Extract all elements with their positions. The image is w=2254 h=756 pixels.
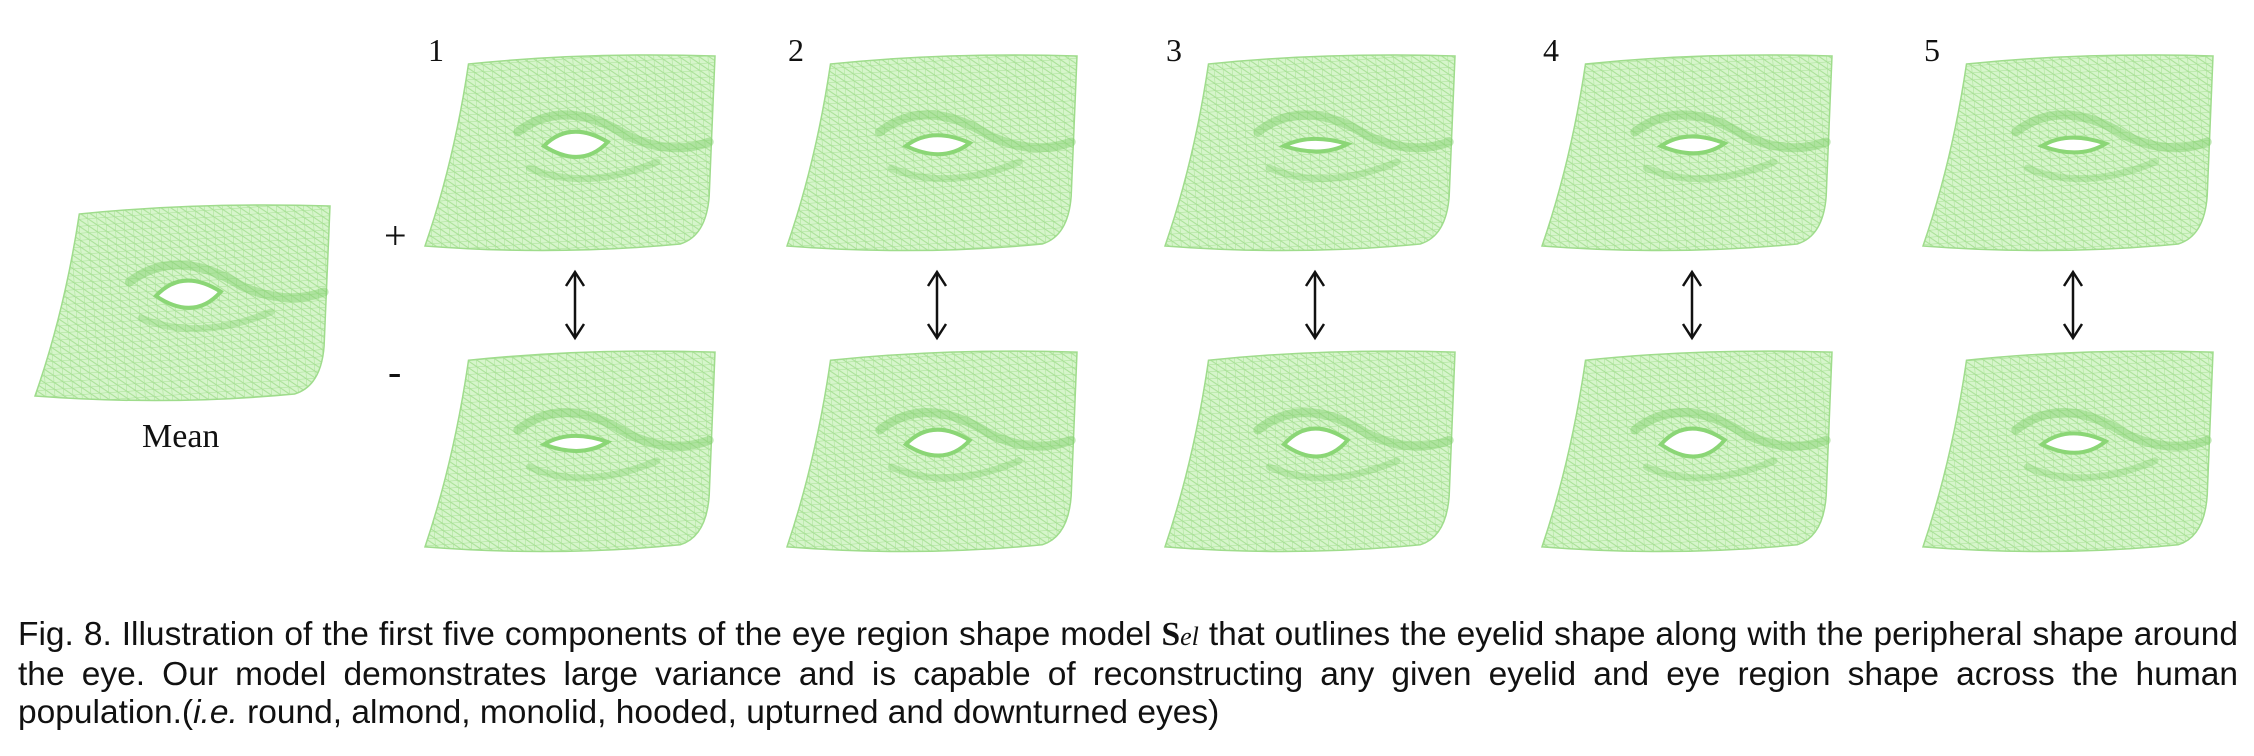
eye-opening — [540, 129, 611, 159]
caption-ie: i.e. — [193, 694, 238, 731]
mean-eye-mesh — [33, 204, 331, 402]
plus-sign: + — [384, 213, 407, 258]
component-1-minus-mesh — [423, 350, 716, 553]
component-number: 1 — [428, 32, 444, 68]
component-number: 2 — [788, 32, 804, 68]
double-arrow-icon — [564, 269, 586, 341]
component-5-plus-mesh — [1921, 54, 2214, 252]
component-2-minus-mesh — [785, 350, 1078, 553]
eyelid-crease — [2011, 110, 2212, 153]
lower-crease — [887, 158, 1023, 183]
eyelid-crease — [875, 408, 1076, 451]
lower-crease — [2023, 457, 2159, 482]
eyelid-crease — [124, 260, 329, 303]
eyelid-crease — [875, 110, 1076, 153]
double-arrow-icon — [1304, 269, 1326, 341]
component-number: 5 — [1924, 32, 1940, 68]
lower-crease — [525, 158, 661, 183]
component-number: 4 — [1543, 32, 1559, 68]
eye-opening — [1278, 136, 1353, 154]
lower-crease — [1265, 158, 1401, 183]
eyelid-crease — [1630, 408, 1831, 451]
component-3-plus-mesh — [1163, 54, 1456, 252]
eye-opening — [152, 278, 224, 310]
lower-crease — [137, 308, 275, 333]
component-4-plus-mesh — [1540, 54, 1833, 252]
figure-graphics — [33, 54, 2214, 553]
lower-crease — [1642, 457, 1778, 482]
component-3-minus-mesh — [1163, 350, 1456, 553]
eye-opening — [902, 427, 973, 458]
lower-crease — [887, 457, 1023, 482]
eyelid-crease — [1253, 408, 1454, 451]
eye-opening — [902, 133, 974, 157]
double-arrow-icon — [926, 269, 948, 341]
eyelid-crease — [513, 110, 714, 153]
eye-opening — [1280, 426, 1351, 459]
component-number: 3 — [1166, 32, 1182, 68]
eye-opening — [2037, 135, 2111, 155]
minus-sign: - — [388, 349, 402, 394]
lower-crease — [2023, 158, 2159, 183]
caption-tail: round, almond, monolid, hooded, upturned… — [237, 694, 1220, 731]
caption-suffix: that outlines the eyelid shape along wit… — [18, 616, 2239, 731]
eye-opening — [1656, 134, 1729, 156]
component-5-minus-mesh — [1921, 350, 2214, 553]
eye-opening — [1657, 426, 1728, 459]
eyelid-crease — [513, 408, 714, 451]
double-arrow-icon — [1681, 269, 1703, 341]
eye-opening — [539, 433, 613, 453]
component-4-minus-mesh — [1540, 350, 1833, 553]
component-1-plus-mesh — [423, 54, 716, 252]
component-2-plus-mesh — [785, 54, 1078, 252]
eyelid-crease — [1253, 110, 1454, 153]
eyelid-crease — [2011, 408, 2212, 451]
lower-crease — [525, 457, 661, 482]
caption-prefix: Fig. 8. Illustration of the first five c… — [18, 616, 1162, 653]
caption-math-symbol: Sel — [1161, 616, 1199, 653]
mean-label: Mean — [142, 418, 220, 455]
double-arrow-icon — [2062, 269, 2084, 341]
lower-crease — [1265, 457, 1401, 482]
eyelid-crease — [1630, 110, 1831, 153]
figure: 1 2 3 4 5 + - Mean — [33, 32, 2214, 553]
eye-opening — [2038, 431, 2110, 455]
lower-crease — [1642, 158, 1778, 183]
figure-caption: Fig. 8. Illustration of the first five c… — [18, 616, 2238, 732]
